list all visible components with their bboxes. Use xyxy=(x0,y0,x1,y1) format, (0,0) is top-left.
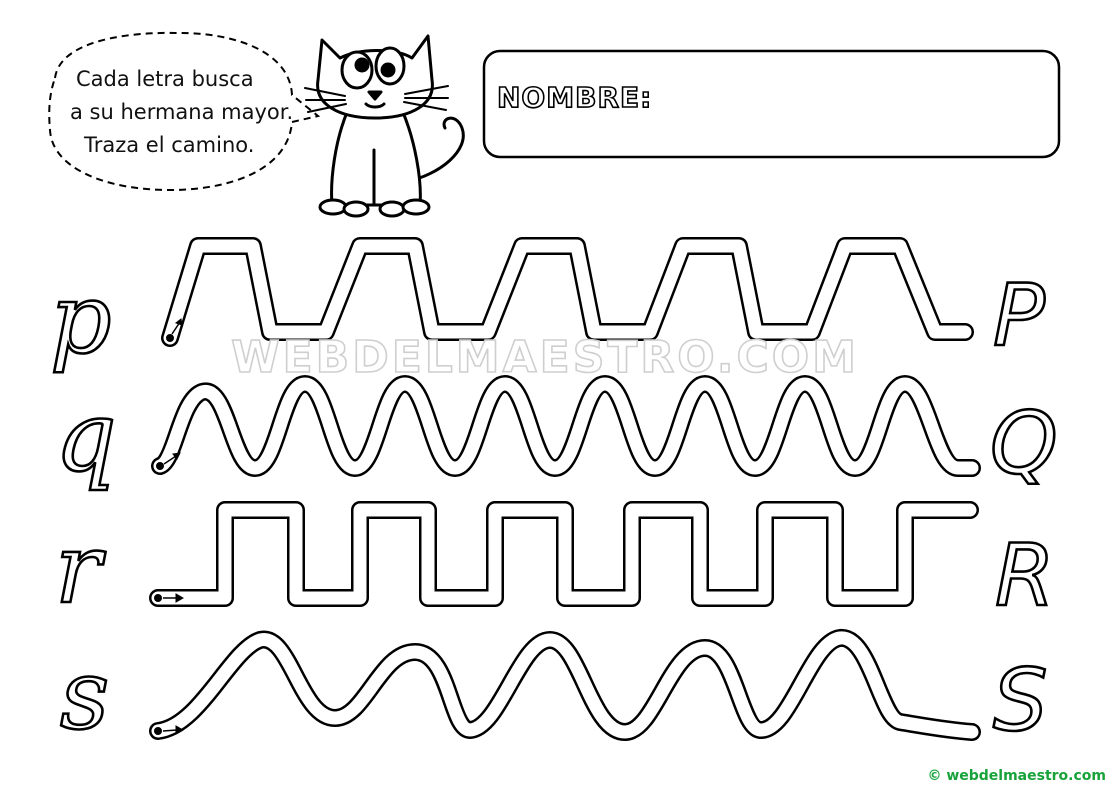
lowercase-letter-s: s xyxy=(60,639,109,751)
tracing-paths xyxy=(149,237,981,741)
bubble-line-2: a su hermana mayor. xyxy=(70,100,293,124)
uppercase-letter-q: Q xyxy=(990,394,1058,494)
lowercase-letter-p: p xyxy=(50,263,111,375)
trace-path-r[interactable] xyxy=(149,501,979,607)
trace-path-s[interactable] xyxy=(149,629,981,741)
lowercase-letters: p q r s xyxy=(49,262,118,753)
arrow-right-icon xyxy=(166,318,183,342)
arrow-right-icon xyxy=(154,593,185,603)
lowercase-letter-r: r xyxy=(55,513,106,625)
lowercase-letter-q: q xyxy=(55,381,116,493)
cat-icon xyxy=(304,34,465,218)
uppercase-letter-r: R xyxy=(995,526,1055,626)
arrow-right-icon xyxy=(154,725,185,735)
arrow-right-icon xyxy=(156,452,181,470)
name-box[interactable]: NOMBRE: xyxy=(482,49,1061,159)
copyright-link[interactable]: © webdelmaestro.com xyxy=(927,768,1106,784)
trace-path-p[interactable] xyxy=(161,237,974,347)
uppercase-letters: P Q R S xyxy=(989,265,1059,753)
uppercase-letter-p: P xyxy=(993,266,1045,366)
start-markers xyxy=(154,318,185,735)
uppercase-letter-s: S xyxy=(993,651,1048,751)
bubble-line-3: Traza el camino. xyxy=(83,133,254,157)
bubble-line-1: Cada letra busca xyxy=(76,67,254,91)
name-label: NOMBRE: xyxy=(497,81,652,114)
speech-bubble: Cada letra busca a su hermana mayor. Tra… xyxy=(48,31,321,192)
watermark: WEBDELMAESTRO.COM xyxy=(231,332,859,383)
trace-path-q[interactable] xyxy=(151,375,981,477)
